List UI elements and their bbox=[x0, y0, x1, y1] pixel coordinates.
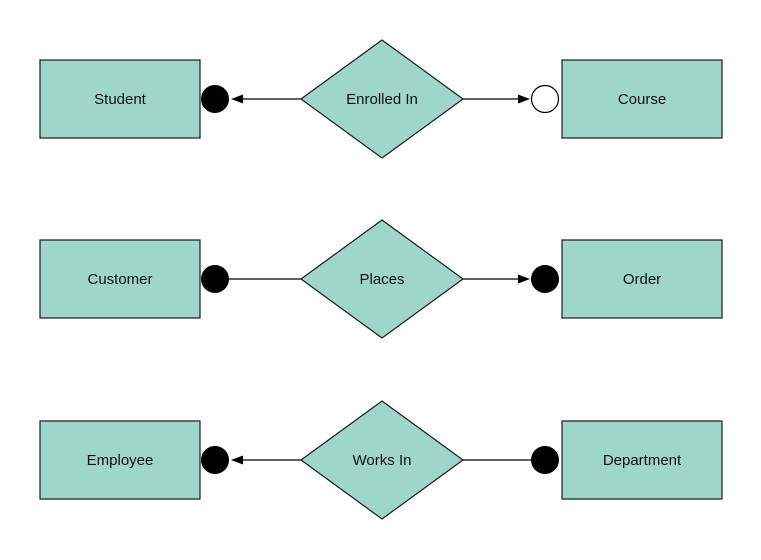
relationship-row-enrolled-in: Student Enrolled In Course bbox=[39, 39, 723, 159]
entity-box-student bbox=[39, 59, 201, 139]
relationship-label-works-in: Works In bbox=[353, 452, 412, 469]
arrowhead-right bbox=[518, 274, 530, 284]
relationship-label-enrolled-in: Enrolled In bbox=[346, 91, 418, 108]
arrowhead-right bbox=[518, 94, 530, 104]
arrowhead-left bbox=[231, 94, 243, 104]
entity-box-course bbox=[561, 59, 723, 139]
entity-label-employee: Employee bbox=[87, 452, 154, 469]
relationship-row-works-in: Employee Works In Department bbox=[39, 400, 723, 520]
entity-label-order: Order bbox=[623, 271, 661, 288]
entity-label-course: Course bbox=[618, 91, 666, 108]
right-connector-dot-filled bbox=[531, 265, 559, 293]
left-connector-dot-filled bbox=[201, 85, 229, 113]
entity-label-department: Department bbox=[603, 452, 682, 469]
relationship-label-places: Places bbox=[359, 271, 404, 288]
right-connector-dot-filled bbox=[531, 446, 559, 474]
left-connector-dot-filled bbox=[201, 265, 229, 293]
relationship-row-places: Customer Places Order bbox=[39, 219, 723, 339]
arrowhead-left bbox=[231, 455, 243, 465]
entity-box-department bbox=[561, 420, 723, 500]
entity-box-employee bbox=[39, 420, 201, 500]
entity-box-order bbox=[561, 239, 723, 319]
entity-label-customer: Customer bbox=[87, 271, 152, 288]
entity-label-student: Student bbox=[94, 91, 147, 108]
left-connector-dot-filled bbox=[201, 446, 229, 474]
entity-box-customer bbox=[39, 239, 201, 319]
right-connector-dot-open bbox=[530, 84, 560, 114]
